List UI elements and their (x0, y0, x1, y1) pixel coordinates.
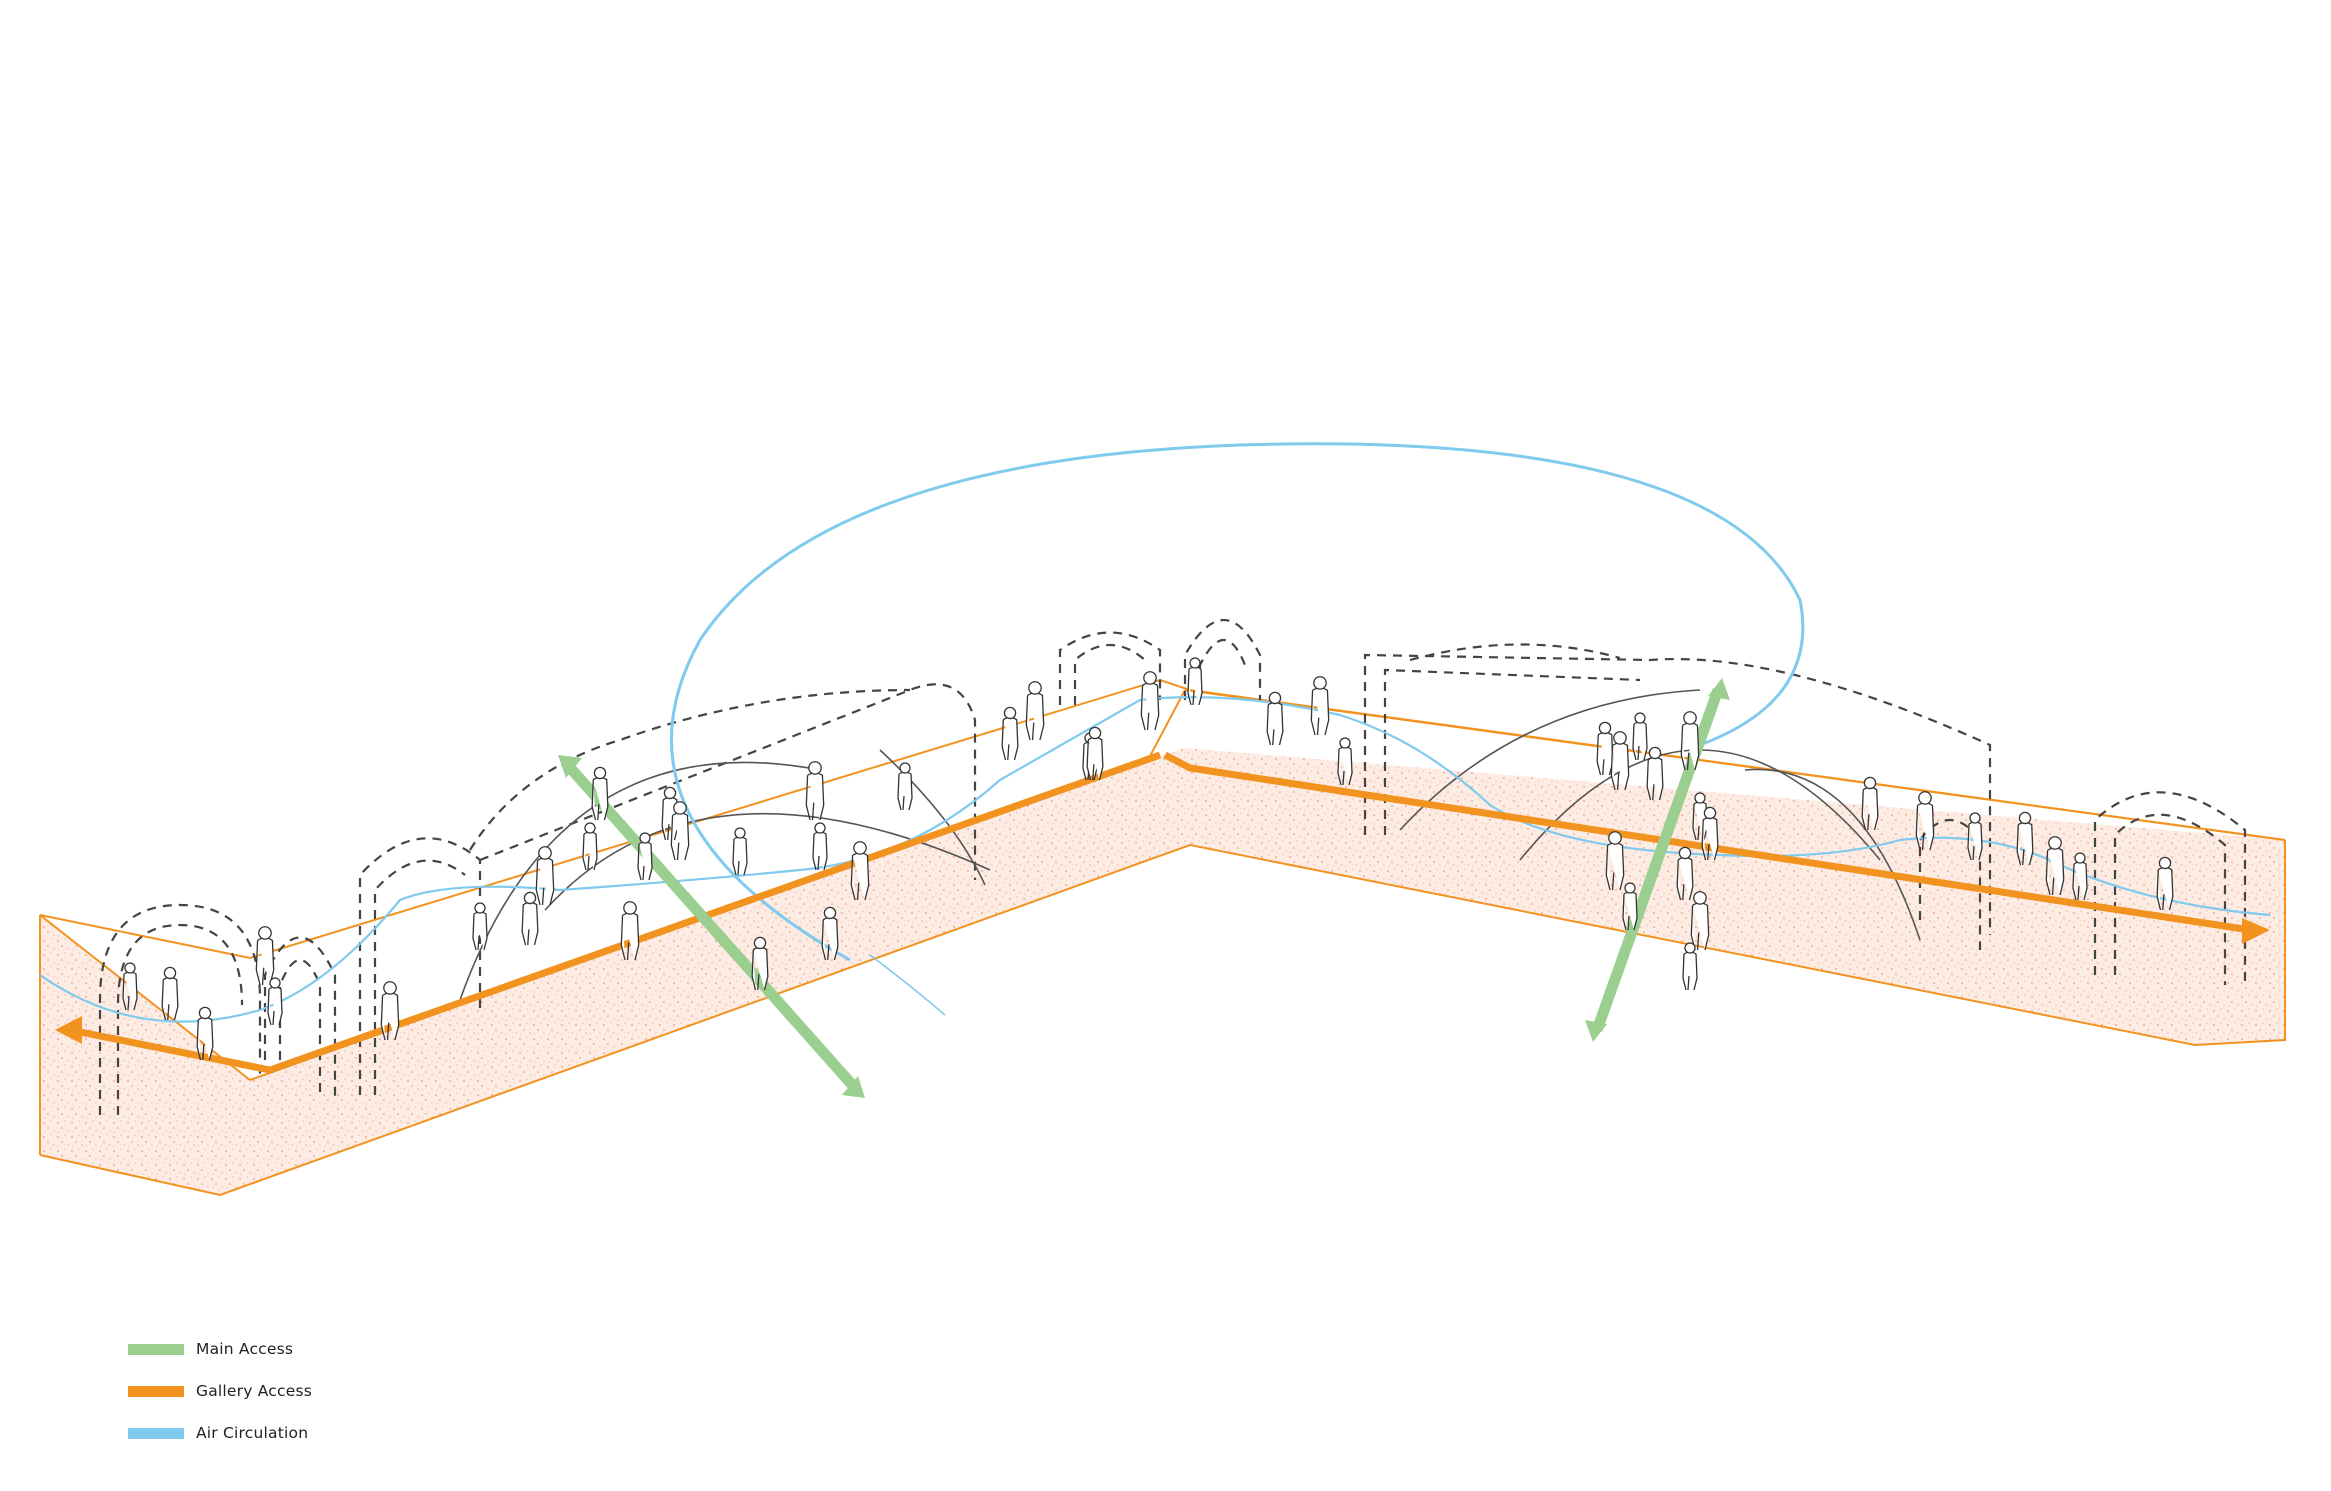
legend-label: Air Circulation (196, 1424, 308, 1442)
person-figure (1267, 692, 1283, 745)
legend-swatch-air-circulation (128, 1428, 184, 1439)
person-figure (268, 978, 282, 1025)
air-tail (870, 955, 945, 1015)
legend-swatch-main-access (128, 1344, 184, 1355)
person-figure (806, 762, 823, 820)
person-figure (733, 828, 747, 875)
person-figure (813, 823, 827, 870)
ground-slab (40, 680, 2285, 1195)
vault-right-top (1410, 644, 1620, 660)
arch-center-2-inner (1200, 640, 1245, 700)
person-figure (162, 967, 178, 1020)
person-figure (1141, 672, 1158, 730)
legend: Main Access Gallery Access Air Circulati… (128, 1328, 312, 1454)
vault-left-top (470, 690, 910, 850)
person-figure (583, 823, 597, 870)
person-figure (536, 847, 553, 905)
person-figure (1597, 722, 1613, 775)
legend-label: Gallery Access (196, 1382, 312, 1400)
person-figure (1683, 943, 1697, 990)
person-figure (1311, 677, 1328, 735)
legend-item-main-access: Main Access (128, 1328, 312, 1370)
person-figure (1026, 682, 1043, 740)
legend-swatch-gallery-access (128, 1386, 184, 1397)
person-figure (898, 763, 912, 810)
legend-item-air-circulation: Air Circulation (128, 1412, 312, 1454)
ground-slab-fill (40, 748, 2285, 1195)
person-figure (1002, 707, 1018, 760)
person-figure (1611, 732, 1628, 790)
person-figure (638, 833, 652, 880)
person-figure (522, 892, 538, 945)
legend-label: Main Access (196, 1340, 293, 1358)
legend-item-gallery-access: Gallery Access (128, 1370, 312, 1412)
